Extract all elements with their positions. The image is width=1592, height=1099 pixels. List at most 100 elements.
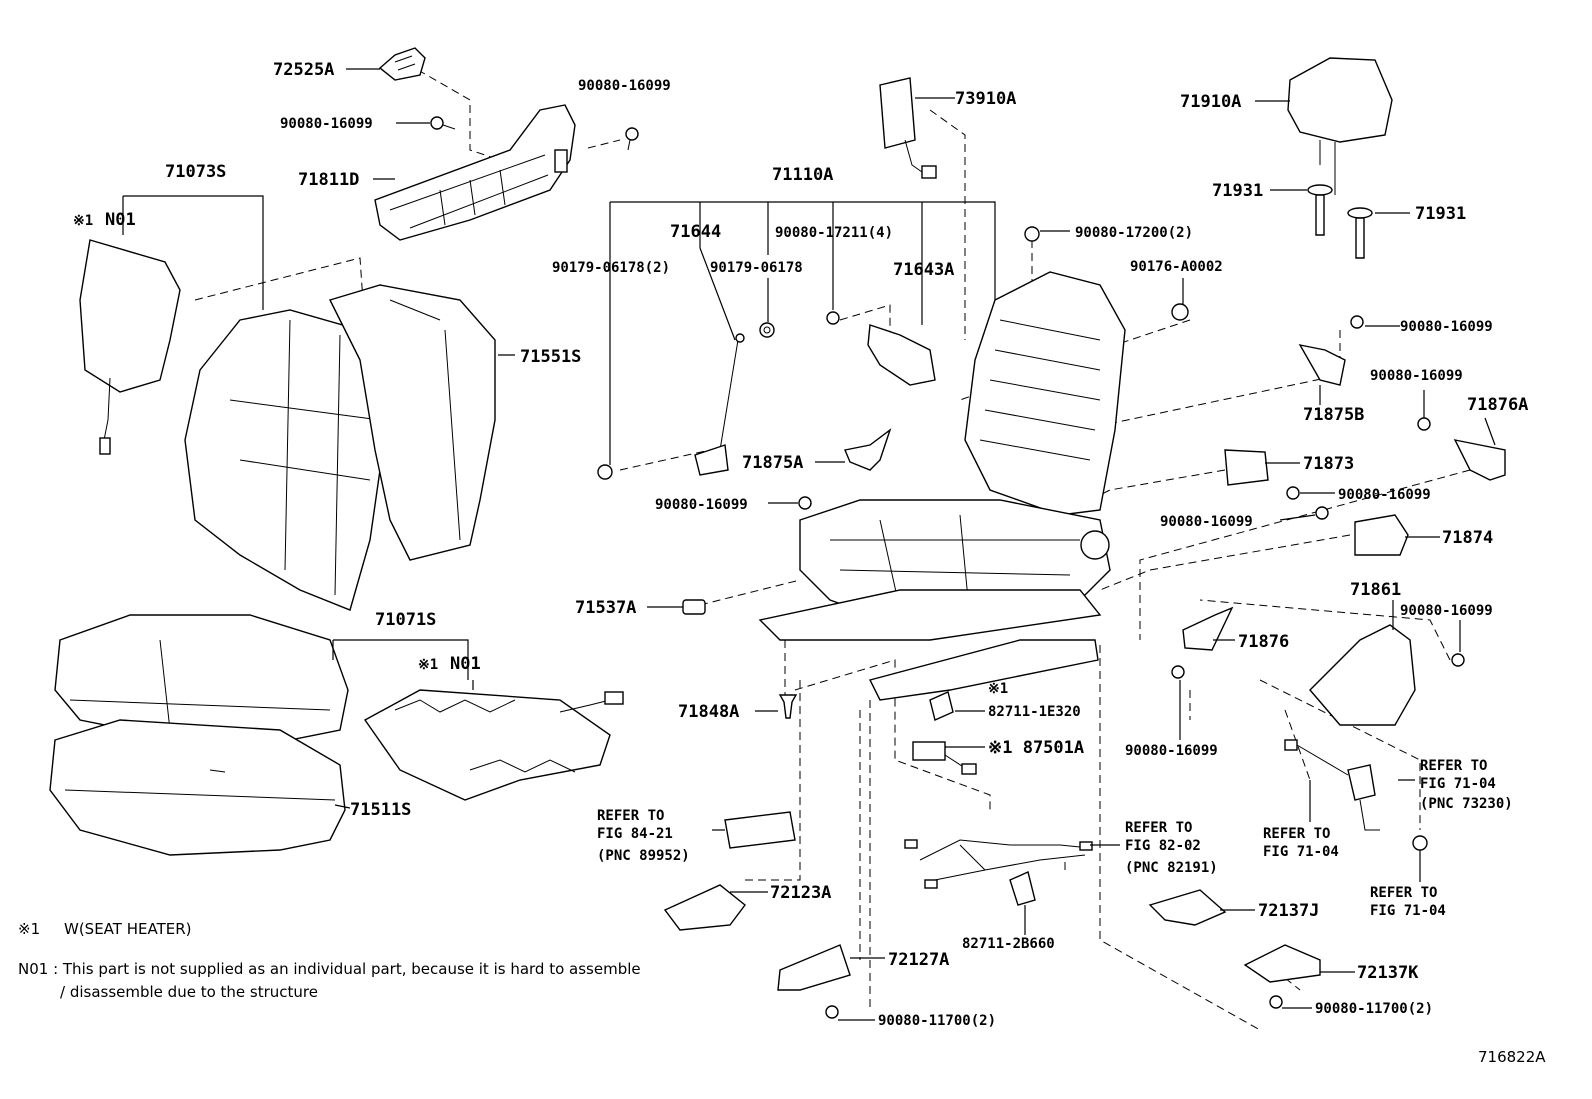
part-back-heater-pad — [79, 239, 181, 455]
label-90080-16099-b: 90080-16099 — [280, 116, 373, 132]
label-71537A: 71537A — [575, 598, 636, 618]
footnote-x1-mark: ※1 — [18, 920, 40, 938]
part-71876A-cover — [1453, 439, 1506, 481]
part-82711-2B660-clamp — [1009, 871, 1036, 906]
label-90080-16099-e: 90080-16099 — [655, 497, 748, 513]
refer-82-line3: (PNC 82191) — [1125, 860, 1218, 876]
bolt-icon — [1451, 653, 1465, 667]
part-71551S-back-pad — [329, 284, 496, 561]
part-72137K-cover — [1243, 944, 1321, 983]
label-90179-06178-2: 90179-06178(2) — [552, 260, 670, 276]
nut-icon — [759, 322, 775, 338]
part-82711-1E320-clamp — [929, 691, 954, 721]
bolt-icon — [1269, 995, 1283, 1009]
label-82711-2B660: 82711-2B660 — [962, 936, 1055, 952]
part-71875B-cover — [1298, 344, 1346, 386]
part-73910A-airbag — [879, 77, 937, 179]
part-72137J-cover — [1148, 889, 1227, 926]
bolt-icon — [1412, 835, 1428, 851]
label-72137J: 72137J — [1258, 901, 1319, 921]
part-72127A-cover — [777, 944, 851, 991]
footnotes: ※1 W(SEAT HEATER) N01 : This part is not… — [18, 920, 641, 1001]
part-71931-guide — [1347, 207, 1373, 259]
label-90080-16099-g: 90080-16099 — [1160, 514, 1253, 530]
refer-71c-line2: FIG 71-04 — [1370, 903, 1446, 919]
footnote-x1-text: W(SEAT HEATER) — [64, 920, 191, 938]
label-90080-16099-f: 90080-16099 — [1338, 487, 1431, 503]
figure-id: 716822A — [1478, 1048, 1546, 1066]
label-n01-bot: N01 — [450, 654, 481, 674]
label-82711-1E320-mark: ※1 — [988, 681, 1008, 697]
label-71071S: 71071S — [375, 610, 436, 630]
part-71861-cover — [1309, 624, 1416, 726]
label-90080-16099-i: 90080-16099 — [1125, 743, 1218, 759]
label-90080-11700-a: 90080-11700(2) — [878, 1013, 996, 1029]
label-71073S: 71073S — [165, 162, 226, 182]
bolt-icon — [1171, 665, 1185, 679]
footnote-n01-line1: N01 : This part is not supplied as an in… — [18, 960, 641, 978]
label-71931-b: 71931 — [1415, 204, 1466, 224]
label-note-mark-top: ※1 — [73, 213, 93, 229]
part-71931-guide — [1307, 184, 1333, 236]
bolt-icon — [1417, 417, 1431, 431]
refer-71c-line1: REFER TO — [1370, 885, 1437, 901]
part-87501A-switch — [912, 741, 977, 775]
label-90080-17200: 90080-17200(2) — [1075, 225, 1193, 241]
part-71644-lever — [694, 333, 745, 476]
refer-to-notes: REFER TO FIG 84-21 (PNC 89952) REFER TO … — [597, 758, 1513, 919]
label-90080-17211: 90080-17211(4) — [775, 225, 893, 241]
label-90080-11700-b: 90080-11700(2) — [1315, 1001, 1433, 1017]
label-73910A: 73910A — [955, 89, 1016, 109]
part-72525A-cover — [378, 47, 426, 81]
label-90176-A0002: 90176-A0002 — [1130, 259, 1223, 275]
part-seat-frame — [758, 271, 1126, 701]
part-ecu — [724, 811, 796, 849]
part-71848A-clip — [778, 694, 798, 719]
label-71811D: 71811D — [298, 170, 359, 190]
refer-71a-line2: FIG 71-04 — [1420, 776, 1496, 792]
label-71644: 71644 — [670, 222, 721, 242]
part-71511S-cushion-pad — [49, 719, 346, 856]
label-71875A: 71875A — [742, 453, 803, 473]
part-seatbelt-buckle — [1284, 739, 1380, 831]
part-71071S-cushion-cover — [54, 614, 349, 741]
label-71643A: 71643A — [893, 260, 954, 280]
part-71537A-stopper — [682, 599, 706, 615]
label-71551S: 71551S — [520, 347, 581, 367]
footnote-n01-line2: / disassemble due to the structure — [60, 983, 318, 1001]
label-72525A: 72525A — [273, 60, 334, 80]
label-71511S: 71511S — [350, 800, 411, 820]
refer-84-line2: FIG 84-21 — [597, 826, 673, 842]
bolt-icon — [798, 496, 812, 510]
label-71861: 71861 — [1350, 580, 1401, 600]
label-90080-16099-d: 90080-16099 — [1370, 368, 1463, 384]
label-71876A: 71876A — [1467, 395, 1528, 415]
label-n01-top: N01 — [105, 210, 136, 230]
nut-icon — [597, 464, 613, 480]
bolt-icon — [1350, 315, 1364, 329]
refer-71a-line1: REFER TO — [1420, 758, 1487, 774]
refer-82-line2: FIG 82-02 — [1125, 838, 1201, 854]
label-71110A: 71110A — [772, 165, 833, 185]
label-72137K: 72137K — [1357, 963, 1419, 983]
label-71848A: 71848A — [678, 702, 739, 722]
part-71875A-cover — [844, 428, 892, 471]
part-labels: 72525A 90080-16099 90080-16099 71811D 71… — [73, 60, 1528, 1029]
label-71874: 71874 — [1442, 528, 1493, 548]
nut-icon — [1171, 303, 1189, 321]
label-90080-16099-a: 90080-16099 — [578, 78, 671, 94]
part-72123A-cover — [663, 884, 746, 931]
label-note-mark-bot: ※1 — [418, 657, 438, 673]
part-71643A-bracket — [867, 324, 936, 386]
part-71876-cover — [1182, 606, 1234, 651]
label-82711-1E320: 82711-1E320 — [988, 704, 1081, 720]
bolt-icon — [1315, 506, 1329, 520]
nut-icon — [826, 311, 840, 325]
label-72123A: 72123A — [770, 883, 831, 903]
refer-71b-line2: FIG 71-04 — [1263, 844, 1339, 860]
part-71073S-back-cover — [184, 309, 386, 611]
label-71910A: 71910A — [1180, 92, 1241, 112]
label-72127A: 72127A — [888, 950, 949, 970]
refer-82-line1: REFER TO — [1125, 820, 1192, 836]
